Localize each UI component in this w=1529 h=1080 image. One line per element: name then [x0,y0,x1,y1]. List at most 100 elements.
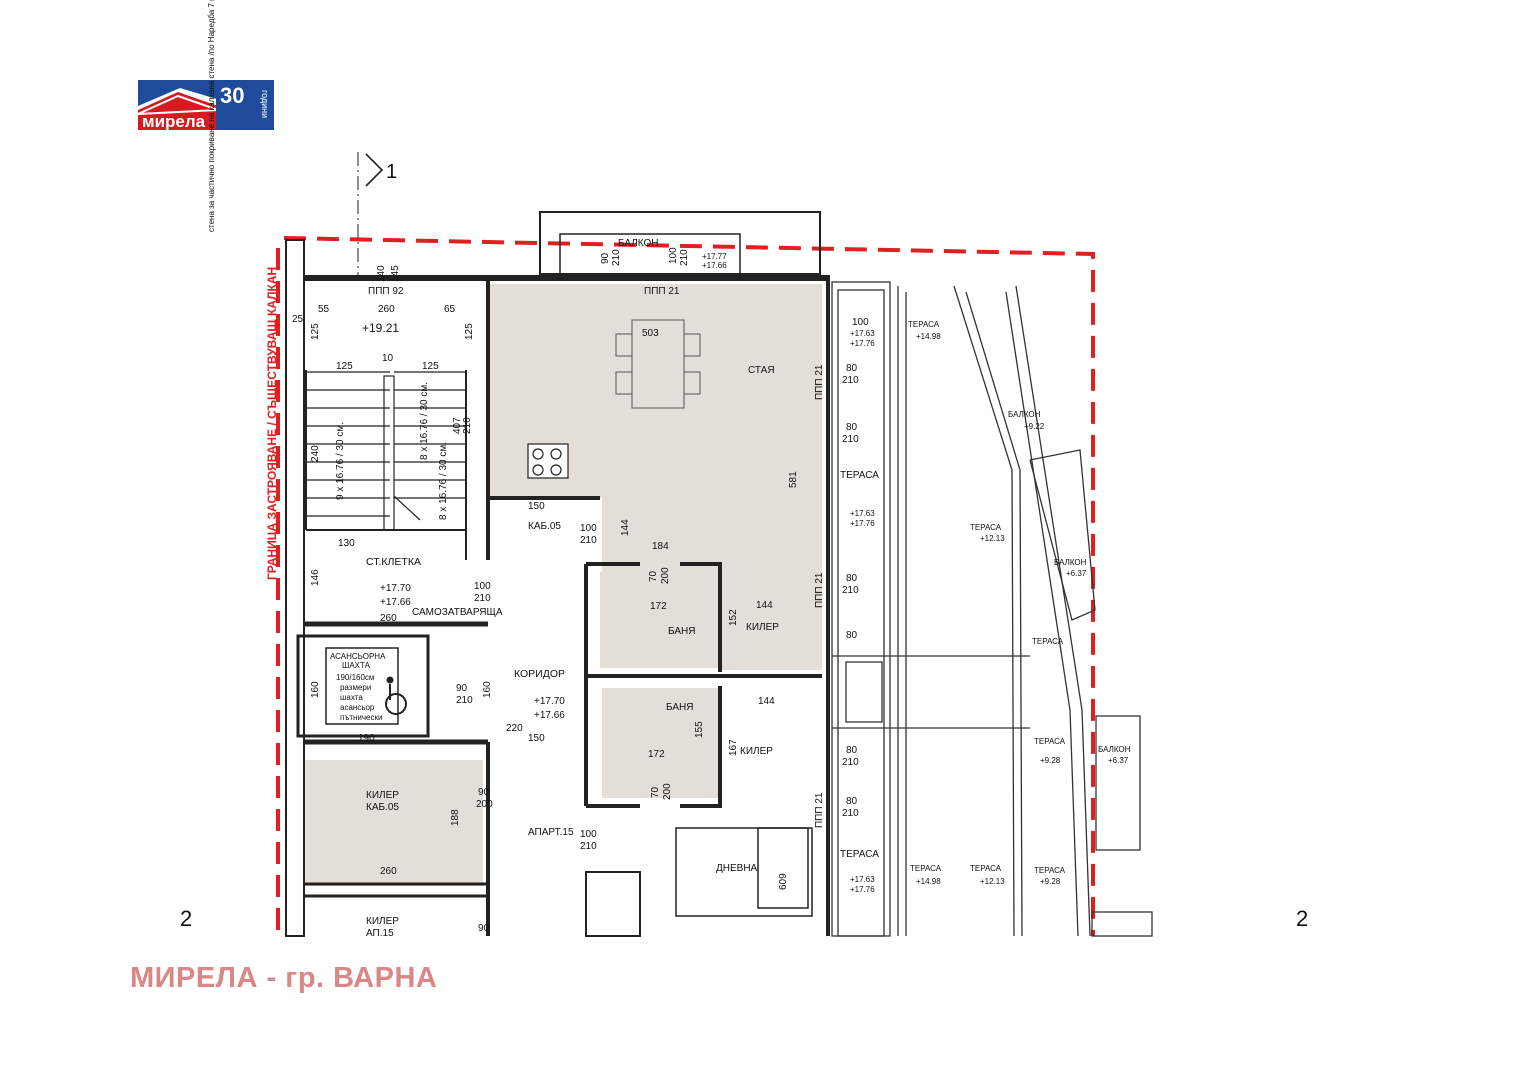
level-balcony-b: +17.66 [702,261,727,270]
dim-210-elev: 210 [456,695,473,706]
dim-90-storage: 90 [478,787,490,798]
ppp-21-b: ППП 21 [814,572,825,608]
self-closing-door-label: САМОЗАТВАРЯЩА [412,607,503,618]
dim-90-balcony: 90 [600,252,611,264]
dim-210-apt: 210 [580,841,597,852]
dim-144-c: 144 [758,696,775,707]
dim-220: 220 [506,723,523,734]
elevator-size: 190/160см [336,673,374,682]
terrace-strips [831,281,1153,937]
footer-label: МИРЕЛА - гр. ВАРНА [130,962,438,994]
dim-100-balcony: 100 [668,247,679,264]
dim-146: 146 [310,569,321,586]
dim-145: 145 [390,265,401,282]
level-terrace-3a: +17.63 [850,875,875,884]
dim-150-b: 150 [528,733,545,744]
dim-25: 25 [292,314,304,325]
pantry-2-label: КИЛЕР [740,746,773,757]
dim-210-f: 210 [842,808,859,819]
logo-number: 30 [220,83,244,108]
dim-172-b: 172 [648,749,665,760]
dim-100-cab: 100 [580,523,597,534]
dim-210-e: 210 [842,757,859,768]
apt-label: АПАРТ.15 [528,827,574,838]
dim-80-d: 80 [846,630,858,641]
terrace-label-6: ТЕРАСА [1032,637,1064,646]
dim-140: 140 [376,265,387,282]
dim-90-elev: 90 [456,683,468,694]
dimension-labels: 140 145 260 55 65 25 125 10 125 125 125 … [292,247,869,934]
dim-100-stair: 100 [474,581,491,592]
level-928-a: +9.28 [1040,756,1061,765]
stair-treads [305,370,467,560]
level-1498-b: +14.98 [916,877,941,886]
elevator-shaft [325,647,399,725]
level-922: +9.22 [1024,422,1045,431]
level-terrace-1a: +17.63 [850,329,875,338]
storage-2-label: КИЛЕР [366,916,399,927]
terrace-label-1: ТЕРАСА [840,470,879,481]
dim-stair-260: 260 [378,304,395,315]
level-balcony-a: +17.77 [702,252,727,261]
storage-1-label: КИЛЕР [366,790,399,801]
dim-200-b: 200 [662,783,673,800]
terrace-label-5: ТЕРАСА [1034,737,1066,746]
dim-100-terrace: 100 [852,317,869,328]
logo-years: години [260,90,270,118]
elevator-title-1: АСАНСЬОРНА [330,652,386,661]
elevator-note-1: размери [340,683,371,692]
level-terrace-2a: +17.63 [850,509,875,518]
construction-boundary [276,236,1095,936]
dim-160-a: 160 [482,681,493,698]
stair-label: СТ.КЛЕТКА [366,556,421,568]
level-terrace-3b: +17.76 [850,885,875,894]
stair-level: +19.21 [362,321,399,335]
level-1498-a: +14.98 [916,332,941,341]
dim-190: 190 [358,733,375,744]
dim-503: 503 [642,328,659,339]
dim-10: 10 [382,353,394,364]
level-637-a: +6.37 [1066,569,1087,578]
level-1213-a: +12.13 [980,534,1005,543]
section-mark-left: 2 [180,906,192,931]
dim-581: 581 [788,471,799,488]
dim-200-storage: 200 [476,799,493,810]
wheelchair-icon [385,676,407,715]
elevator-note-2: шахта [340,693,363,702]
stair-flight-1: 9 x 16.76 / 30 см. [335,422,346,500]
dining-table [615,319,701,409]
dim-80-c: 80 [846,573,858,584]
ppp-92: ППП 92 [368,286,404,297]
dim-55: 55 [318,304,330,315]
balcony-top-label: БАЛКОН [618,238,659,249]
storage-1-sub: КАБ.05 [366,802,399,813]
dim-260-b: 260 [380,613,397,624]
dim-240: 240 [310,445,321,462]
dim-210-balcony: 210 [611,249,622,266]
dim-210-a: 210 [842,375,859,386]
dim-130: 130 [338,538,355,549]
terrace-label-8: ТЕРАСА [970,864,1002,873]
dim-100-apt: 100 [580,829,597,840]
dim-80-f: 80 [846,796,858,807]
dim-210-stair: 210 [462,417,473,434]
level-637-b: +6.37 [1108,756,1129,765]
dim-210-stair-door: 210 [474,593,491,604]
dim-70-a: 70 [648,570,659,582]
stair-level-b: +17.66 [380,597,411,608]
dim-160-b: 160 [310,681,321,698]
dim-210-b: 210 [842,434,859,445]
level-928-b: +9.28 [1040,877,1061,886]
pantry-1-label: КИЛЕР [746,622,779,633]
dim-152: 152 [728,609,739,626]
terrace-label-7: ТЕРАСА [910,864,942,873]
corridor-level-b: +17.66 [534,710,565,721]
terrace-label-2: ТЕРАСА [840,849,879,860]
dim-155: 155 [694,721,705,738]
logo-brand: мирела [142,112,206,130]
dim-407: 407 [452,417,463,434]
dim-167: 167 [728,739,739,756]
level-terrace-2b: +17.76 [850,519,875,528]
kitchen-hob-icon [527,443,569,479]
